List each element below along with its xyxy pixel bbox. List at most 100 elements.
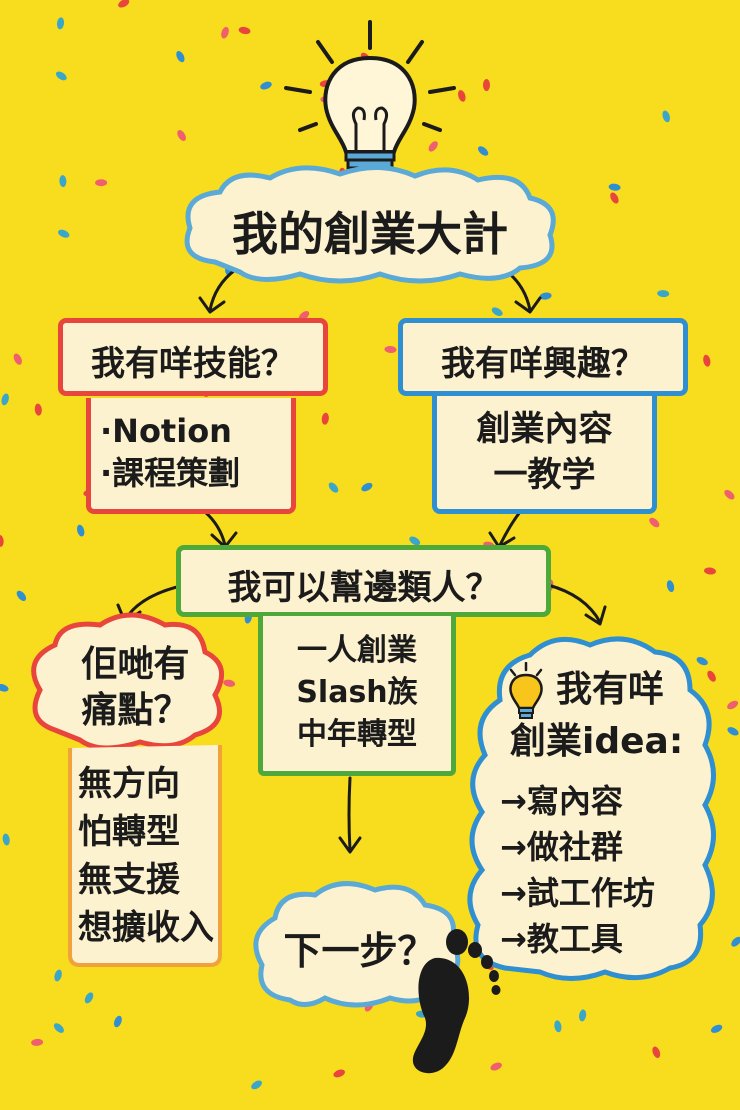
list-item: 中年轉型 [297,717,417,752]
list-item: ·課程策劃 [100,454,241,492]
confetti-dot [16,590,27,602]
confetti-dot [657,290,670,298]
arrow-icon [338,776,362,854]
confetti-dot [59,175,67,188]
confetti-dot [13,353,22,365]
confetti-dot [666,580,675,593]
page-title: 我的創業大計 [232,207,508,261]
confetti-dot [491,307,503,317]
footprint-icon [412,929,501,1074]
list-item: →教工具 [500,920,623,958]
confetti-dot [458,90,466,102]
confetti-dot [56,17,65,30]
confetti-dot [483,79,490,91]
confetti-dot [539,292,552,300]
confetti-dot [95,179,108,187]
list-item: 想擴收入 [78,908,214,948]
confetti-dot [428,141,438,152]
help-list: 一人創業 Slash族 中年轉型 [258,630,456,756]
confetti-dot [176,51,185,63]
pain-heading: 佢哋有 痛點？ [81,644,190,731]
confetti-dot [361,482,373,492]
confetti-dot [610,192,619,204]
confetti-dot [76,524,85,537]
confetti-dot [608,183,621,191]
confetti-dot [118,0,130,8]
list-item: 無方向 [78,764,180,804]
next-step-label: 下一步？ [283,929,436,973]
ideas-heading: 我有咩 創業idea: [510,669,684,762]
confetti-dot [703,354,711,367]
skills-list: ·Notion ·課程策劃 [100,410,240,494]
help-list-box [258,616,456,776]
list-item: 創業內容 [476,409,613,449]
list-item: 一人創業 [297,633,417,668]
confetti-dot [251,1080,262,1090]
confetti-dot [652,1046,661,1059]
confetti-dot [384,345,397,354]
lightbulb-icon [284,20,456,178]
confetti-dot [53,1023,64,1033]
interests-heading: 我有咩興趣？ [441,344,645,384]
list-item: →寫內容 [500,782,623,820]
list-item: 一教学 [493,455,596,495]
confetti-dot [477,146,489,156]
confetti-dot [490,1062,502,1071]
confetti-dot [554,1020,562,1033]
confetti-dot [58,229,70,238]
pain-list: 無方向 怕轉型 無支援 想擴收入 [78,760,214,952]
confetti-dot [710,1024,723,1033]
list-item: →做社群 [500,828,623,866]
skills-heading-box [58,318,328,396]
confetti-dot [649,517,660,528]
confetti-dot [177,130,186,141]
interests-list: 創業內容 一教学 [432,406,657,498]
list-item: 無支援 [78,860,180,900]
list-item: 怕轉型 [78,812,180,852]
confetti-dot [54,969,62,982]
help-heading-box [176,545,551,617]
confetti-dot [333,1069,345,1078]
interests-list-box [432,396,657,514]
arrow-icon [198,268,237,314]
confetti-dot [707,670,716,682]
interests-heading-box [398,318,688,396]
list-item: ·Notion [100,412,232,450]
confetti-dot [113,1015,122,1028]
confetti-dot [238,26,251,35]
confetti-dot [34,403,42,416]
skills-list-box [86,398,296,514]
confetti-dot [704,567,716,575]
confetti-dot [2,833,10,846]
confetti-dot [84,992,94,1004]
confetti-dot [727,700,739,710]
skills-heading: 我有咩技能？ [91,344,295,384]
confetti-dot [55,71,67,81]
list-item: →試工作坊 [500,874,655,912]
confetti-dot [223,679,236,687]
confetti-dot [260,81,272,90]
confetti-dot [1,393,9,406]
confetti-dot [321,412,329,425]
confetti-dot [662,110,670,123]
confetti-dot [409,536,421,546]
confetti-dot [731,936,740,947]
confetti-dot [724,489,735,500]
confetti-dot [0,534,4,547]
list-item: Slash族 [296,675,418,710]
confetti-dot [727,727,739,736]
confetti-dot [221,26,229,39]
confetti-dot [31,1038,44,1046]
confetti-dot [0,683,9,692]
confetti-dot [328,482,339,493]
ideas-list: →寫內容 →做社群 →試工作坊 →教工具 [500,778,655,962]
arrow-icon [546,583,607,626]
confetti-dot [696,656,708,666]
lightbulb-icon [509,662,543,719]
confetti-dot [579,1009,587,1022]
